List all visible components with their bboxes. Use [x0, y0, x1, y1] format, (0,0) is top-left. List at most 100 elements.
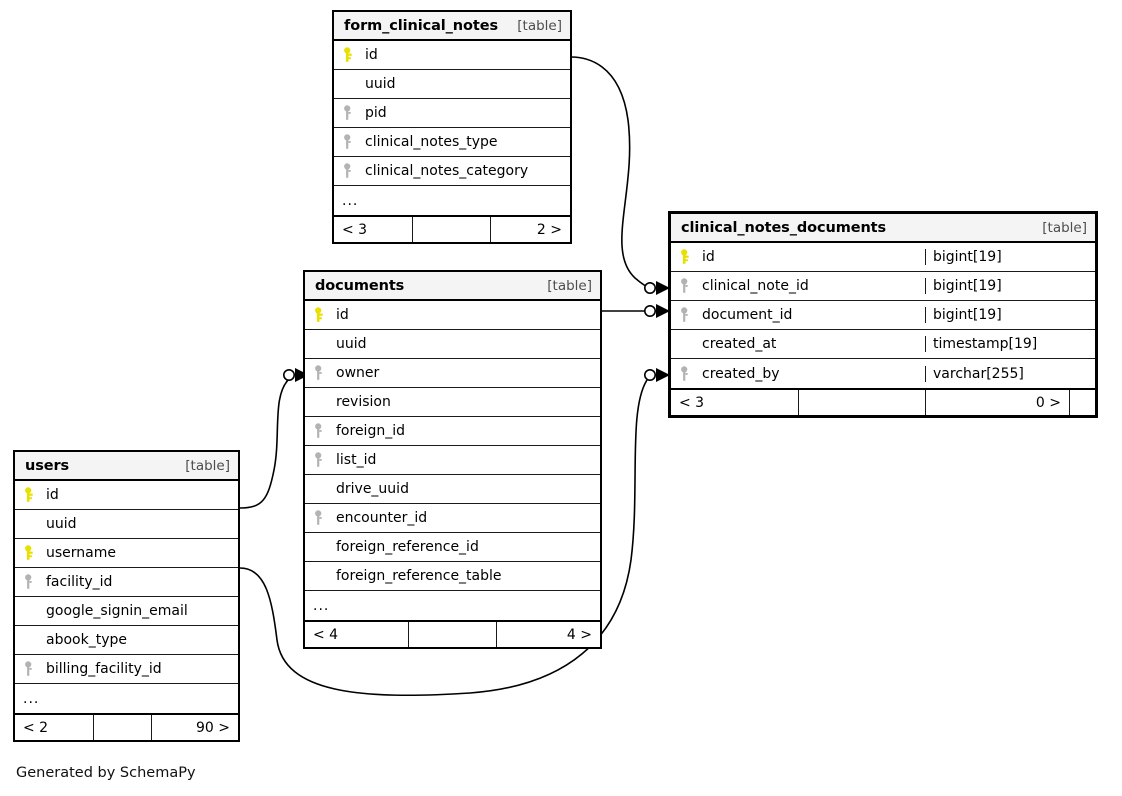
table-row[interactable]: uuid	[305, 330, 600, 359]
column-cell: uuid	[334, 76, 570, 92]
column-name: clinical_note_id	[702, 278, 809, 294]
foreign-key-icon	[344, 163, 365, 179]
table-row[interactable]: abook_type	[15, 626, 238, 655]
table-row[interactable]: id	[305, 301, 600, 330]
table-row[interactable]: billing_facility_id	[15, 655, 238, 684]
table-row[interactable]: foreign_id	[305, 417, 600, 446]
primary-key-icon	[25, 545, 46, 561]
column-cell: id	[305, 307, 600, 323]
column-list: id uuid username	[15, 481, 238, 713]
column-name: clinical_notes_type	[365, 134, 498, 150]
table-row[interactable]: revision	[305, 388, 600, 417]
table-row[interactable]: id	[15, 481, 238, 510]
table-row[interactable]: id bigint[19]	[671, 243, 1095, 272]
table-row[interactable]: document_id bigint[19]	[671, 301, 1095, 330]
table-row[interactable]: foreign_reference_table	[305, 562, 600, 591]
column-name: id	[336, 307, 349, 323]
column-cell: id	[15, 487, 238, 503]
column-name: encounter_id	[336, 510, 428, 526]
column-cell: username	[15, 545, 238, 561]
primary-key-icon	[25, 487, 46, 503]
column-name: id	[46, 487, 59, 503]
ellipsis-cell: ...	[23, 690, 40, 707]
table-row[interactable]: drive_uuid	[305, 475, 600, 504]
table-name: users	[25, 457, 70, 474]
column-cell: uuid	[305, 336, 600, 352]
column-cell: created_at	[671, 336, 925, 352]
column-list: id uuid owner rev	[305, 301, 600, 620]
table-row[interactable]: username	[15, 539, 238, 568]
foreign-key-icon	[315, 365, 336, 381]
generator-credit: Generated by SchemaPy	[16, 765, 196, 781]
column-cell: id	[334, 47, 570, 63]
primary-key-icon	[315, 307, 336, 323]
column-list: id uuid pid	[334, 41, 570, 215]
column-type: varchar[255]	[925, 365, 1069, 382]
table-clinical-notes-documents[interactable]: clinical_notes_documents [table] id bigi…	[668, 211, 1098, 418]
column-cell: drive_uuid	[305, 481, 600, 497]
column-type: bigint[19]	[925, 278, 1069, 294]
footer-outgoing-count: 90 >	[151, 715, 238, 740]
table-row[interactable]: clinical_note_id bigint[19]	[671, 272, 1095, 301]
table-row[interactable]: pid	[334, 99, 570, 128]
table-row[interactable]: clinical_notes_category	[334, 157, 570, 186]
foreign-key-icon	[25, 661, 46, 677]
table-header: form_clinical_notes [table]	[334, 12, 570, 41]
table-tag: [table]	[517, 17, 562, 34]
column-name: clinical_notes_category	[365, 163, 529, 179]
table-form-clinical-notes[interactable]: form_clinical_notes [table] id uuid	[332, 10, 572, 244]
more-columns-row: ...	[15, 684, 238, 713]
table-row[interactable]: facility_id	[15, 568, 238, 597]
column-cell: foreign_id	[305, 423, 600, 439]
table-name: form_clinical_notes	[344, 17, 498, 34]
table-row[interactable]: id	[334, 41, 570, 70]
table-tag: [table]	[547, 277, 592, 294]
table-name: clinical_notes_documents	[681, 219, 887, 236]
table-header: documents [table]	[305, 272, 600, 301]
footer-middle	[93, 715, 151, 740]
column-cell: list_id	[305, 452, 600, 468]
table-documents[interactable]: documents [table] id uuid	[303, 270, 602, 649]
ellipsis-cell: ...	[313, 597, 330, 614]
column-name: created_by	[702, 365, 780, 382]
table-tag: [table]	[1042, 219, 1087, 236]
table-row[interactable]: created_at timestamp[19]	[671, 330, 1095, 359]
column-name: created_at	[702, 336, 777, 352]
table-users[interactable]: users [table] id uuid	[13, 450, 240, 742]
table-row[interactable]: list_id	[305, 446, 600, 475]
column-type: bigint[19]	[925, 249, 1069, 265]
footer-incoming-count: < 2	[23, 719, 49, 736]
footer-incoming-count: < 4	[313, 626, 339, 643]
column-cell: uuid	[15, 516, 238, 532]
foreign-key-icon	[344, 134, 365, 150]
table-footer: < 2 90 >	[15, 713, 238, 740]
table-row[interactable]: created_by varchar[255]	[671, 359, 1095, 388]
table-header: users [table]	[15, 452, 238, 481]
table-row[interactable]: uuid	[334, 70, 570, 99]
column-name: billing_facility_id	[46, 661, 162, 677]
footer-outgoing-count: 4 >	[496, 622, 600, 647]
column-cell: google_signin_email	[15, 603, 238, 619]
table-row[interactable]: owner	[305, 359, 600, 388]
table-tag: [table]	[185, 457, 230, 474]
table-row[interactable]: uuid	[15, 510, 238, 539]
column-name: revision	[336, 394, 391, 410]
column-cell: clinical_note_id	[671, 278, 925, 294]
column-cell: encounter_id	[305, 510, 600, 526]
table-row[interactable]: clinical_notes_type	[334, 128, 570, 157]
column-cell: foreign_reference_table	[305, 568, 600, 584]
table-row[interactable]: encounter_id	[305, 504, 600, 533]
column-name: uuid	[336, 336, 367, 352]
foreign-key-icon	[25, 574, 46, 590]
foreign-key-icon	[344, 105, 365, 121]
table-row[interactable]: foreign_reference_id	[305, 533, 600, 562]
column-cell: created_by	[671, 366, 925, 382]
column-name: owner	[336, 365, 380, 381]
footer-incoming-count: < 3	[679, 394, 705, 411]
table-row[interactable]: google_signin_email	[15, 597, 238, 626]
column-name: abook_type	[46, 632, 127, 648]
column-list: id bigint[19] clinical_note_id bigint[19…	[671, 243, 1095, 388]
foreign-key-icon	[315, 423, 336, 439]
edge-users-to-documents-owner	[239, 378, 290, 509]
